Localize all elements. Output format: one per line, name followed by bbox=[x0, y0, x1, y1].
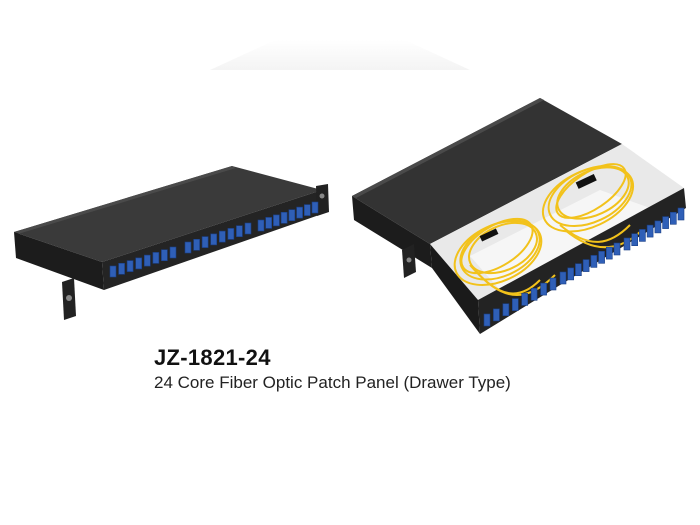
sc-adapter bbox=[288, 209, 296, 221]
sc-adapter bbox=[590, 255, 598, 268]
sc-adapter bbox=[631, 233, 639, 246]
sc-adapter bbox=[109, 265, 117, 278]
sc-adapter bbox=[161, 249, 168, 261]
sc-adapter bbox=[280, 212, 288, 224]
sc-adapter bbox=[126, 260, 134, 272]
sc-adapter bbox=[227, 228, 235, 240]
sc-adapter bbox=[540, 282, 547, 296]
sc-adapter bbox=[575, 263, 582, 277]
sc-adapter bbox=[639, 229, 646, 242]
sc-adapter bbox=[582, 259, 590, 272]
sc-adapter bbox=[613, 242, 621, 256]
sc-adapter bbox=[483, 313, 491, 327]
sc-adapter bbox=[605, 246, 613, 260]
drawer-panel-adapters bbox=[483, 207, 685, 327]
sc-adapter bbox=[144, 254, 151, 267]
sc-adapter bbox=[311, 201, 319, 214]
sc-adapter bbox=[244, 222, 252, 235]
sc-adapter bbox=[493, 308, 500, 322]
sc-adapter bbox=[662, 216, 669, 229]
sc-adapter bbox=[559, 271, 567, 285]
sc-adapter bbox=[210, 233, 217, 246]
sc-adapter bbox=[530, 287, 538, 301]
product-description: 24 Core Fiber Optic Patch Panel (Drawer … bbox=[154, 373, 511, 392]
sc-adapter bbox=[219, 230, 226, 243]
fiber-pigtail-coils bbox=[453, 163, 641, 296]
sc-adapter bbox=[265, 217, 273, 229]
drawer-patch-panel bbox=[352, 98, 686, 334]
sc-adapter bbox=[152, 252, 160, 264]
sc-adapter bbox=[296, 206, 303, 219]
product-caption: JZ-1821-24 24 Core Fiber Optic Patch Pan… bbox=[154, 345, 511, 394]
sc-adapter bbox=[184, 241, 192, 254]
sc-adapter bbox=[677, 207, 685, 221]
sc-adapter bbox=[623, 237, 631, 251]
sc-adapter bbox=[236, 225, 243, 237]
sc-adapter bbox=[521, 293, 529, 306]
model-number: JZ-1821-24 bbox=[154, 345, 271, 370]
sc-adapter bbox=[135, 257, 142, 270]
sc-adapter bbox=[511, 298, 519, 311]
sc-adapter bbox=[118, 262, 125, 275]
closed-panel-adapters bbox=[109, 201, 319, 278]
sc-adapter bbox=[654, 220, 662, 234]
sc-adapter bbox=[193, 239, 200, 251]
sc-adapter bbox=[549, 277, 557, 291]
sc-adapter bbox=[273, 214, 280, 227]
sc-adapter bbox=[567, 267, 575, 281]
sc-adapter bbox=[646, 224, 654, 238]
sc-adapter bbox=[669, 212, 677, 225]
sc-adapter bbox=[257, 219, 265, 232]
sc-adapter bbox=[201, 236, 209, 248]
sc-adapter bbox=[303, 204, 311, 216]
closed-patch-panel bbox=[14, 166, 329, 320]
sc-adapter bbox=[598, 251, 605, 264]
sc-adapter bbox=[169, 246, 177, 259]
sc-adapter bbox=[502, 303, 510, 317]
